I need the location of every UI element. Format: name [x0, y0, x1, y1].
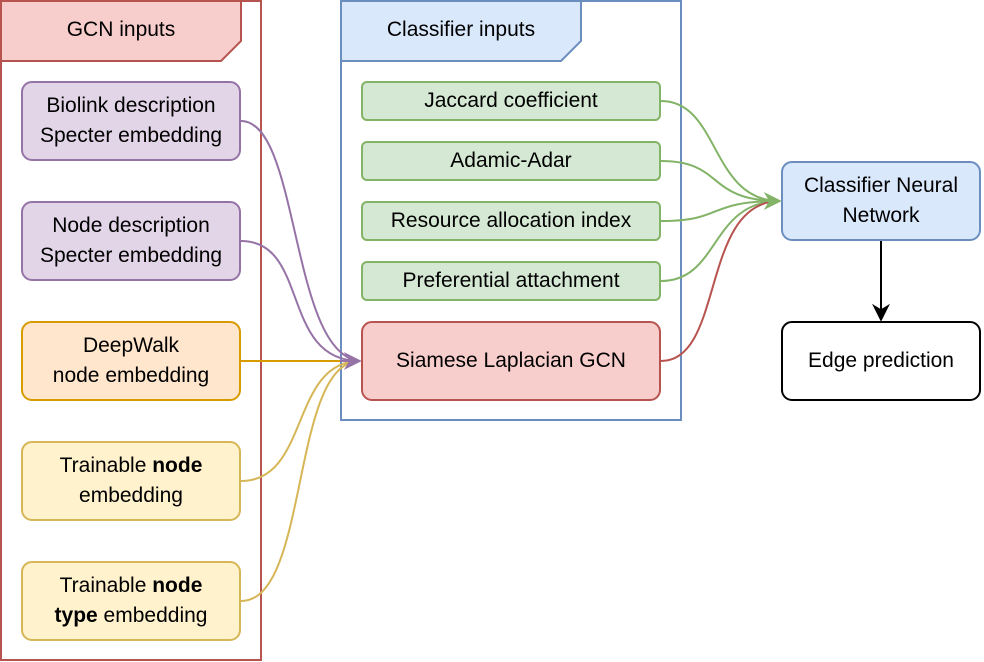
trainable-type-post: embedding: [97, 604, 208, 627]
edge-prediction-node: Edge prediction: [781, 321, 981, 401]
classifier-inputs-title: Classifier inputs: [386, 18, 536, 41]
node-description-line2: Specter embedding: [39, 244, 223, 267]
edge-siamese-to-nn: [660, 200, 781, 362]
biolink-line1: Biolink description: [46, 94, 216, 117]
trainable-type-pre: Trainable: [59, 574, 153, 597]
trainable-node-type-embedding-node: Trainable node type embedding: [21, 561, 241, 641]
adamic-adar-node: Adamic-Adar: [361, 141, 661, 181]
edge-preferential-to-nn: [660, 200, 781, 282]
classifier-inputs-title-tab: [340, 0, 582, 62]
trainable-node-line1: Trainable node: [60, 451, 203, 481]
preferential-attachment-node: Preferential attachment: [361, 261, 661, 301]
edge-resource-to-nn: [660, 200, 781, 222]
edge-jaccard-to-nn: [660, 100, 781, 202]
siamese-laplacian-gcn-node: Siamese Laplacian GCN: [361, 321, 661, 401]
node-description-node: Node description Specter embedding: [21, 201, 241, 281]
trainable-node-pre: Trainable: [59, 454, 153, 477]
deepwalk-line2: node embedding: [52, 364, 210, 387]
trainable-node-bold: node: [152, 454, 203, 477]
trainable-type-bold1: node: [152, 574, 203, 597]
edge-trainable-type-to-siamese: [240, 360, 361, 602]
gcn-inputs-title: GCN inputs: [66, 18, 176, 41]
trainable-type-line2: type embedding: [55, 601, 208, 631]
trainable-node-embedding-node: Trainable node embedding: [21, 441, 241, 521]
classifier-nn-line2: Network: [842, 204, 920, 227]
edge-trainable-node-to-siamese: [240, 360, 361, 482]
edge-nodedesc-to-siamese: [240, 240, 361, 362]
trainable-type-line1: Trainable node: [60, 571, 203, 601]
trainable-node-line2: embedding: [79, 484, 183, 507]
edge-adamic-to-nn: [660, 160, 781, 202]
classifier-neural-network-node: Classifier Neural Network: [781, 161, 981, 241]
jaccard-coefficient-node: Jaccard coefficient: [361, 81, 661, 121]
classifier-nn-line1: Classifier Neural: [803, 174, 959, 197]
edge-biolink-to-siamese: [240, 120, 361, 362]
deepwalk-line1: DeepWalk: [82, 334, 180, 357]
gcn-inputs-title-tab: [0, 0, 242, 62]
deepwalk-node: DeepWalk node embedding: [21, 321, 241, 401]
resource-allocation-index-node: Resource allocation index: [361, 201, 661, 241]
biolink-line2: Specter embedding: [39, 124, 223, 147]
node-description-line1: Node description: [52, 214, 210, 237]
biolink-description-node: Biolink description Specter embedding: [21, 81, 241, 161]
trainable-type-bold2: type: [54, 604, 98, 627]
